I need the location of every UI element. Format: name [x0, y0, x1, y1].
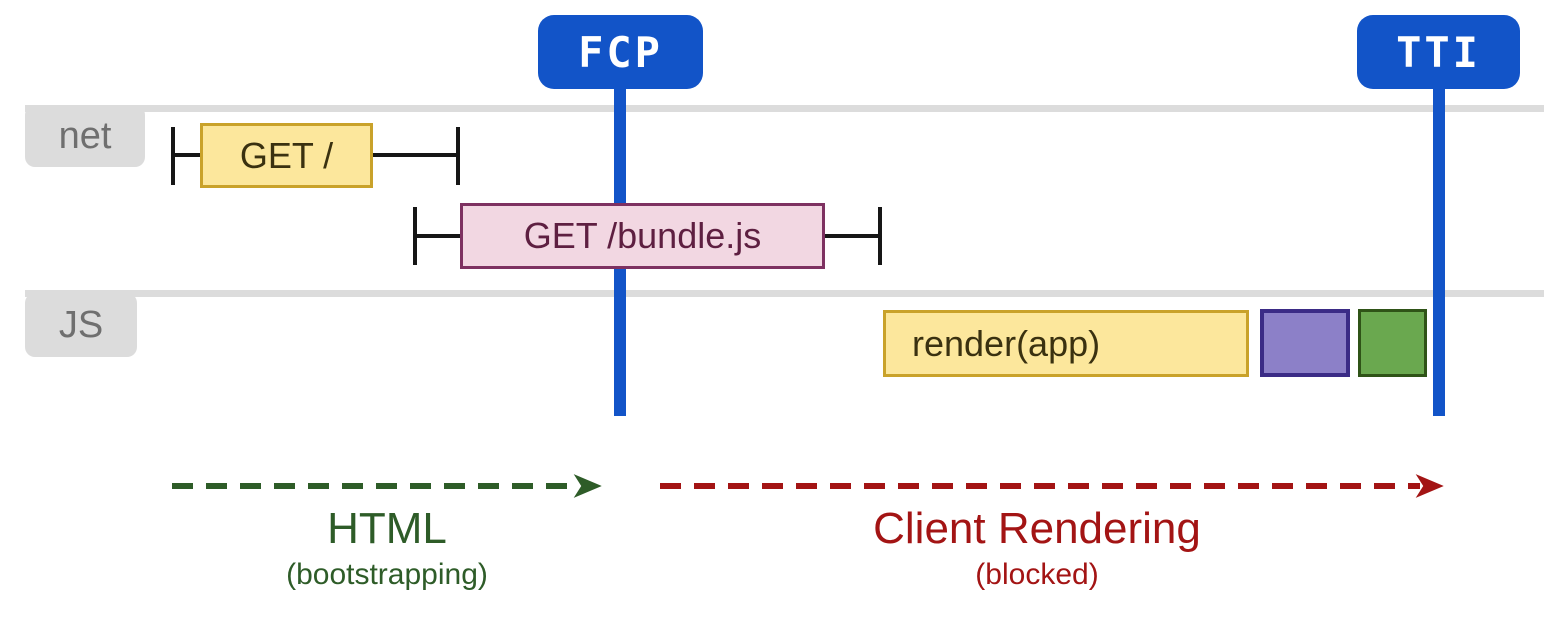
net-track-label: net [25, 105, 145, 167]
get-root-start-tick [171, 127, 175, 185]
get-bundle-request-box: GET /bundle.js [460, 203, 825, 269]
get-root-start-connector [175, 153, 200, 157]
get-root-request-box: GET / [200, 123, 373, 188]
js-track-label: JS [25, 293, 137, 357]
client-rendering-phase-label: Client Rendering [873, 504, 1201, 553]
fcp-badge: FCP [538, 15, 703, 89]
render-app-task-box: render(app) [883, 310, 1249, 377]
get-bundle-end-tick [878, 207, 882, 265]
get-root-end-connector [373, 153, 458, 157]
green-task-box [1358, 309, 1427, 377]
js-track-line [25, 290, 1544, 297]
tti-marker-line [1433, 88, 1445, 416]
get-root-end-tick [456, 127, 460, 185]
get-bundle-start-tick [413, 207, 417, 265]
net-track-line [25, 105, 1544, 112]
purple-task-box [1260, 309, 1350, 377]
html-phase-sublabel: (bootstrapping) [286, 558, 488, 591]
get-bundle-end-connector [825, 234, 880, 238]
client-rendering-phase-sublabel: (blocked) [975, 558, 1099, 591]
get-bundle-start-connector [417, 234, 460, 238]
html-phase-label: HTML [327, 504, 447, 553]
tti-badge: TTI [1357, 15, 1520, 89]
